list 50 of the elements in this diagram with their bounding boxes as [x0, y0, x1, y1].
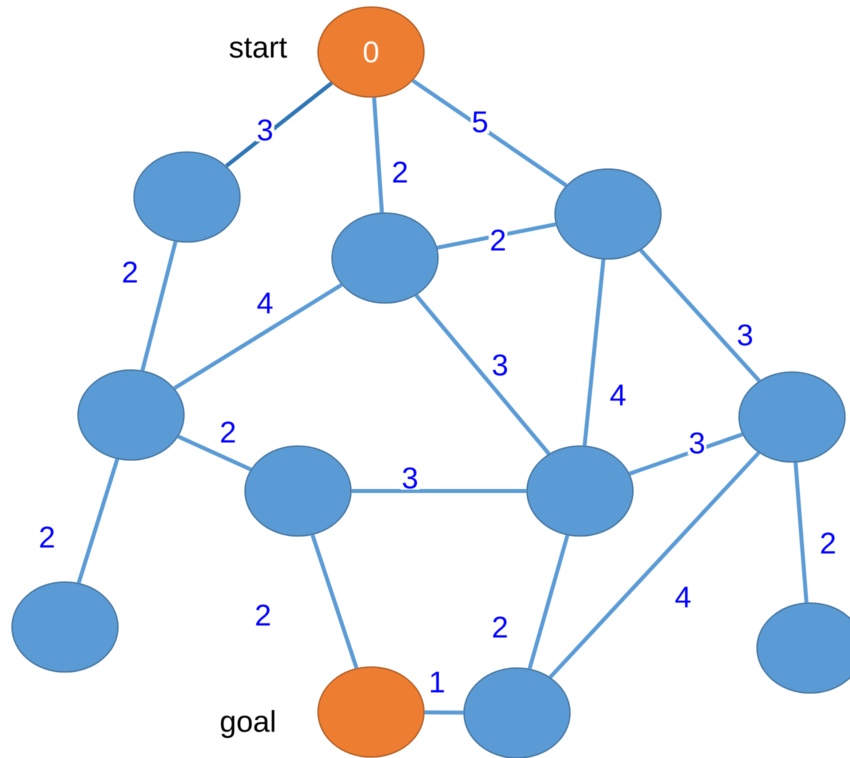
graph-node — [331, 212, 439, 304]
edge-line — [528, 534, 570, 670]
edge-line — [76, 458, 120, 584]
edge-weight: 3 — [256, 118, 274, 142]
edge-weight: 2 — [488, 228, 508, 252]
edge-line — [414, 294, 550, 456]
edge-line — [639, 248, 761, 382]
edge-line — [352, 489, 526, 493]
edge-weight: 2 — [218, 420, 238, 444]
edge-line — [412, 78, 568, 188]
edge-line — [140, 241, 178, 371]
edge-weight: 5 — [470, 110, 490, 134]
graph-node — [554, 168, 662, 260]
edge-weight: 2 — [38, 526, 56, 548]
edge-weight: 2 — [490, 616, 510, 638]
edge-weight: 4 — [256, 292, 274, 314]
edge-weight: 3 — [736, 323, 754, 347]
edge-weight: 2 — [120, 260, 140, 284]
graph-node — [11, 581, 119, 673]
node-caption: goal — [220, 710, 274, 738]
edge-weight: 2 — [818, 532, 838, 554]
edge-line — [372, 97, 384, 213]
edge-line — [177, 434, 252, 472]
graph-node — [738, 371, 846, 463]
node-caption: start — [230, 38, 287, 58]
edge-weight: 1 — [428, 670, 446, 694]
graph-node — [526, 445, 634, 537]
graph-node — [463, 667, 571, 758]
graph-node — [133, 151, 241, 243]
edge-line — [310, 534, 358, 669]
edge-line — [225, 81, 333, 168]
edge-weight: 4 — [608, 384, 628, 406]
edge-line — [436, 222, 556, 250]
edge-line — [173, 283, 343, 390]
edge-line — [424, 710, 464, 715]
graph-node — [244, 445, 352, 537]
edge-line — [628, 432, 744, 476]
goal-node — [317, 666, 425, 758]
edge-line — [794, 462, 808, 603]
graph-node — [77, 369, 185, 461]
edge-weight: 2 — [254, 604, 272, 626]
edge-line — [548, 451, 760, 679]
edge-weight: 2 — [390, 160, 410, 184]
edge-weight: 3 — [688, 431, 706, 455]
graph-node — [756, 602, 850, 694]
edge-line — [582, 259, 606, 446]
start-node: 0 — [317, 6, 425, 98]
edge-weight: 4 — [674, 586, 692, 608]
edge-weight: 3 — [490, 353, 510, 377]
edge-weight: 3 — [400, 466, 420, 490]
